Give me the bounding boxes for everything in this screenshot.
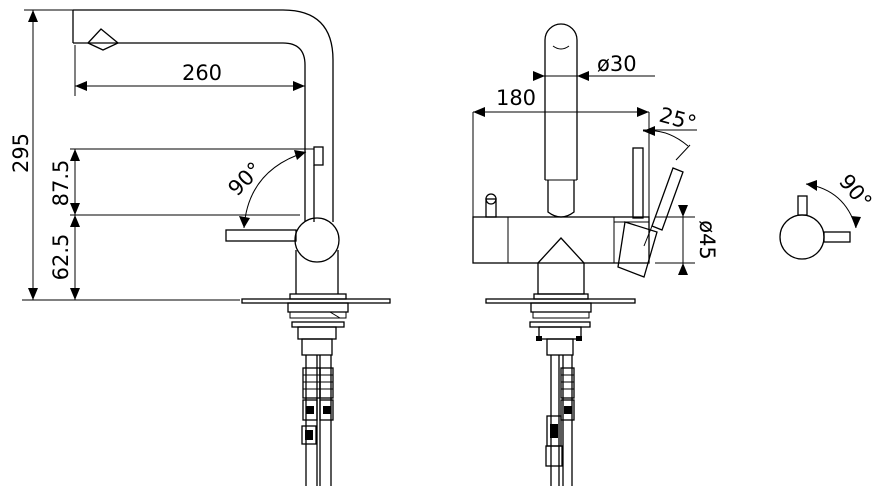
- side-handle-lever: [225, 229, 297, 242]
- top-body-circle: [779, 214, 825, 260]
- dim-base-height: 62.5: [49, 234, 73, 281]
- dim-lever-height: 87.5: [49, 160, 73, 207]
- spout-inner: [73, 42, 306, 222]
- front-base-cone: [537, 237, 585, 295]
- front-angled-handle: [651, 167, 684, 231]
- spout-outer: [73, 9, 334, 222]
- front-supply-hoses: [545, 355, 575, 486]
- dim-lever-angle-side: 90°: [223, 157, 266, 200]
- lever-knob: [313, 146, 324, 166]
- side-supply-hoses: [301, 355, 334, 486]
- dim-front-angle: 25°: [657, 103, 699, 136]
- aerator-nozzle: [86, 28, 120, 51]
- side-mount-nut: [291, 321, 345, 328]
- top-lever-vertical: [797, 195, 808, 216]
- top-view: 90°: [779, 170, 877, 260]
- front-angled-body: [617, 221, 658, 278]
- front-body: [472, 216, 650, 264]
- side-mount-ring: [287, 302, 349, 313]
- dim-body-diameter: ø45: [695, 220, 719, 260]
- dim-lever-angle-top: 90°: [834, 170, 876, 214]
- top-lever-horizontal: [823, 231, 851, 243]
- front-view: ø30 180 25° ø45: [472, 23, 719, 486]
- side-body-ball: [294, 217, 340, 263]
- dim-overall-height: 295: [9, 133, 33, 173]
- dim-front-width: 180: [496, 86, 536, 110]
- side-view: 295 260 87.5 62.5 90°: [9, 9, 391, 486]
- front-spout-top: [544, 23, 578, 41]
- dim-spout-diameter: ø30: [597, 52, 637, 76]
- front-left-knob: [485, 198, 497, 218]
- front-right-lever: [632, 147, 644, 219]
- dim-spout-reach: 260: [182, 61, 222, 85]
